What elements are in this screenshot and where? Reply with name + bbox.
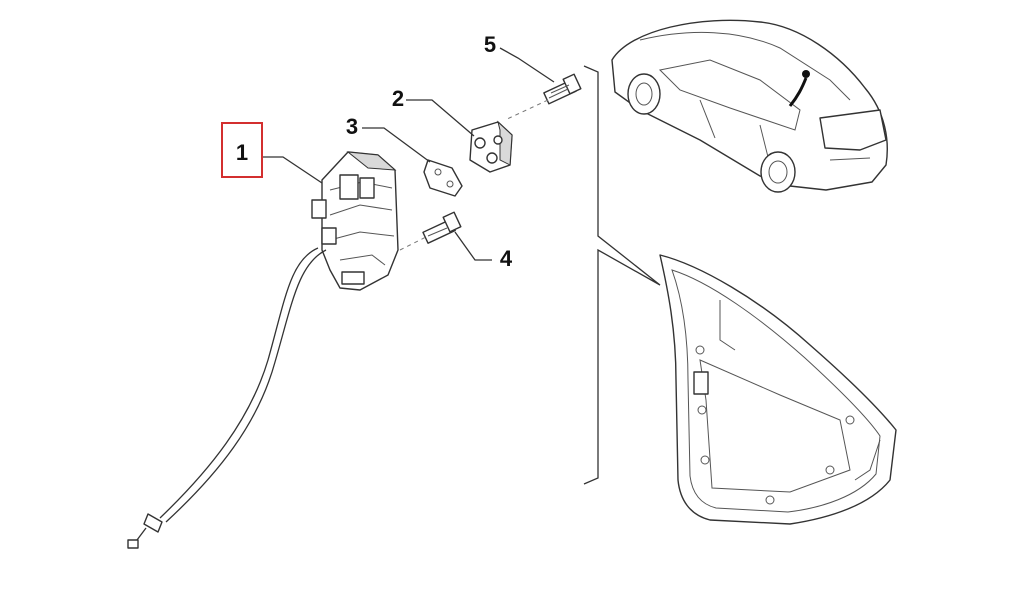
callout-3[interactable]: 3 (346, 114, 358, 139)
leader-2 (406, 99, 475, 137)
leader-4 (454, 231, 492, 261)
leader-3 (362, 127, 431, 163)
part-4-bolt[interactable] (422, 211, 462, 244)
callout-1[interactable]: 1 (236, 140, 248, 165)
callout-2[interactable]: 2 (392, 86, 404, 111)
vehicle-location-view (611, 19, 888, 193)
view-separator (583, 65, 661, 485)
callout-5[interactable]: 5 (484, 32, 496, 57)
part-1-lock-actuator[interactable] (311, 151, 399, 291)
axis-line-4 (399, 235, 429, 251)
leader-5 (499, 47, 555, 83)
callout-4[interactable]: 4 (500, 246, 513, 271)
axis-line-5 (504, 99, 549, 121)
part-2-striker[interactable] (469, 120, 513, 173)
part-3-shim[interactable] (423, 159, 463, 197)
part-5-bolt[interactable] (543, 73, 582, 105)
leader-1 (262, 156, 323, 184)
door-frame-view (659, 254, 897, 525)
callout-1-highlight-box (221, 122, 263, 178)
release-cable[interactable] (127, 247, 327, 549)
